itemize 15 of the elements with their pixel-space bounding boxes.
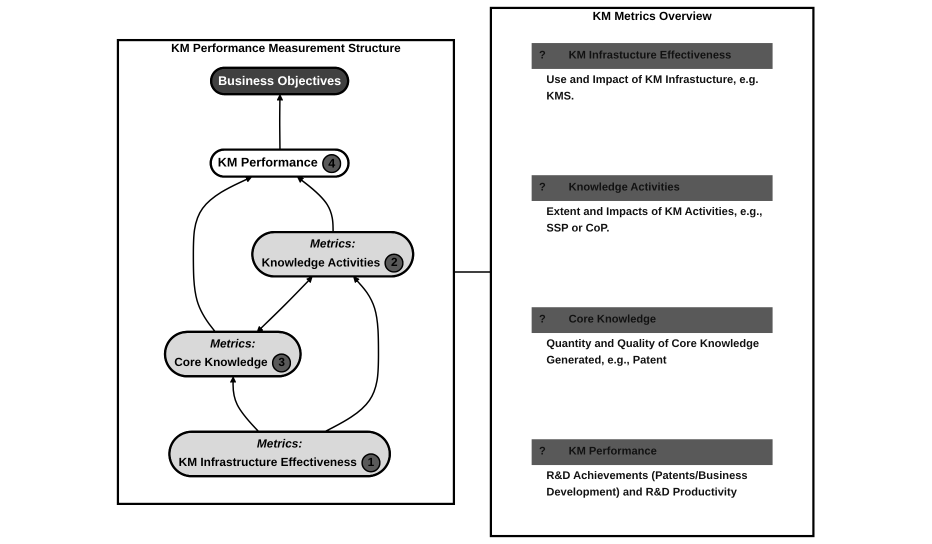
arrow xyxy=(276,94,284,150)
node-box: ? Core Knowledge xyxy=(532,307,774,333)
node-label: Extent and Impacts of KM Activities, e.g., SSP or CoP. xyxy=(546,205,763,234)
node-box: ? KM Infrastucture Effectiveness xyxy=(532,43,774,69)
arrow xyxy=(192,176,252,333)
arrow xyxy=(297,176,334,232)
arrow xyxy=(324,276,380,433)
connector xyxy=(454,271,492,273)
node-label: Use and Impact of KM Infrastucture, e.g. KMS. xyxy=(546,73,759,102)
node-label: Quantity and Quality of Core Knowledge Generated, e.g., Patent xyxy=(546,337,760,366)
node-box: ? Knowledge Activities xyxy=(532,175,774,201)
arrow xyxy=(257,276,313,332)
node-label: R&D Achievements (Patents/Business Development) and R&D Productivity xyxy=(546,469,748,498)
arrow xyxy=(230,376,260,433)
node-box: ? KM Performance xyxy=(532,439,774,465)
